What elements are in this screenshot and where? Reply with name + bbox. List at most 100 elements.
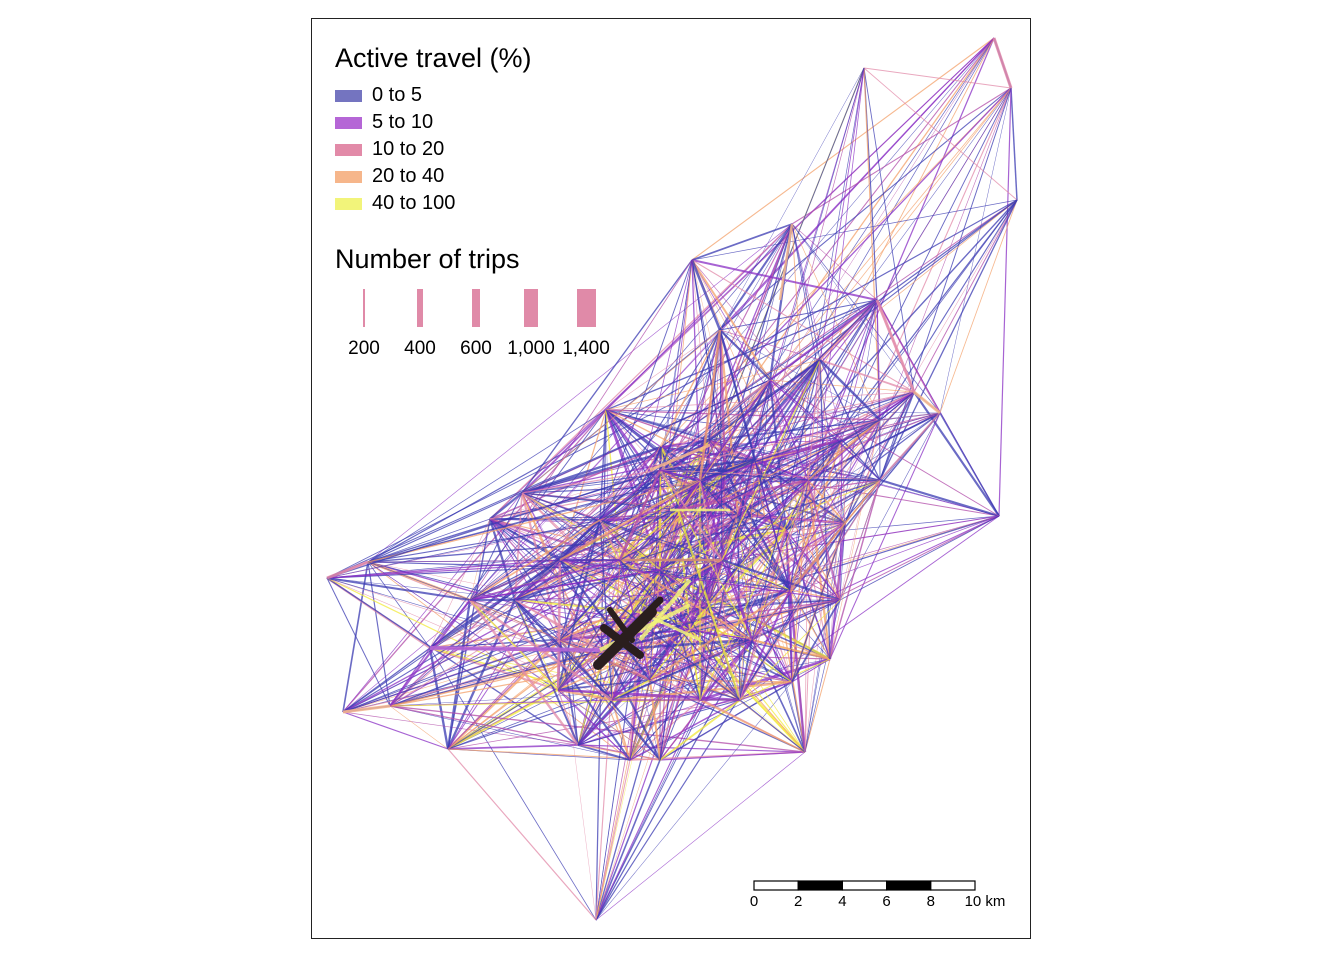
desire-line: [619, 559, 651, 681]
scale-bar-segment: [930, 880, 976, 891]
desire-line: [367, 479, 701, 563]
desire-line: [736, 514, 792, 591]
desire-line: [595, 751, 806, 921]
desire-line: [791, 223, 915, 393]
desire-line: [699, 479, 741, 701]
desire-line: [863, 67, 1018, 201]
desire-line: [326, 299, 878, 579]
desire-line: [488, 518, 517, 601]
desire-line: [879, 478, 1000, 518]
desire-line: [879, 199, 1018, 421]
desire-line: [469, 479, 701, 601]
desire-line: [751, 639, 793, 683]
desire-line: [739, 681, 793, 701]
desire-line: [605, 409, 661, 471]
desire-line: [1010, 87, 1018, 201]
desire-line: [648, 679, 662, 761]
desire-line: [839, 515, 1000, 601]
desire-line: [807, 479, 841, 601]
desire-line: [659, 479, 701, 571]
desire-line: [429, 223, 793, 649]
desire-line: [998, 87, 1012, 517]
legend-label: 10 to 20: [372, 138, 445, 160]
legend-item: 40 to 100: [335, 190, 532, 217]
desire-line: [677, 509, 723, 561]
desire-line: [659, 459, 756, 471]
desire-line: [839, 439, 843, 601]
desire-line: [719, 299, 878, 331]
desire-line: [489, 492, 523, 520]
desire-line: [789, 479, 881, 591]
desire-line: [844, 391, 915, 524]
desire-line: [791, 223, 843, 441]
desire-line: [367, 522, 846, 563]
desire-line: [649, 479, 881, 681]
desire-line: [659, 469, 809, 481]
desire-line: [791, 658, 831, 683]
desire-line: [875, 299, 916, 393]
scale-bar-segment: [841, 880, 888, 891]
desire-line: [557, 679, 651, 691]
desire-line: [599, 479, 881, 521]
desire-line: [389, 559, 621, 707]
desire-line: [469, 479, 881, 601]
desire-line: [389, 446, 662, 707]
desire-line: [699, 699, 806, 753]
desire-line: [939, 412, 1000, 517]
desire-line: [739, 589, 791, 701]
desire-line: [691, 259, 771, 381]
desire-line: [367, 518, 491, 563]
desire-line: [689, 629, 793, 683]
desire-line: [660, 87, 1012, 448]
desire-line: [791, 599, 841, 683]
desire-line: [691, 259, 843, 441]
desire-line: [649, 679, 793, 683]
desire-line: [721, 558, 841, 602]
desire-line: [719, 329, 881, 481]
desire-line: [754, 359, 821, 461]
desire-line: [785, 529, 841, 601]
desire-line: [691, 199, 1018, 261]
desire-line: [689, 439, 843, 631]
desire-line: [521, 419, 881, 494]
desire-line: [751, 419, 881, 641]
desire-line: [611, 679, 651, 701]
scale-bar-label: 6: [882, 893, 891, 910]
desire-line: [521, 445, 662, 495]
desire-line: [389, 519, 601, 707]
desire-line: [739, 658, 831, 701]
desire-line: [619, 559, 661, 571]
desire-line: [619, 509, 679, 561]
desire-line: [599, 259, 693, 521]
desire-line: [791, 223, 878, 301]
desire-line: [819, 359, 841, 601]
desire-line: [699, 419, 881, 481]
desire-line: [699, 223, 793, 481]
desire-line: [677, 478, 809, 512]
trips-size-label: 600: [460, 338, 492, 359]
desire-line: [619, 559, 701, 701]
scale-bar-label: 8: [926, 893, 935, 910]
desire-line: [659, 569, 791, 591]
desire-line: [469, 599, 559, 691]
scale-bar: [753, 880, 976, 891]
desire-line: [719, 329, 791, 591]
desire-line: [769, 379, 915, 393]
desire-line: [819, 67, 865, 361]
legend-swatch: [335, 116, 362, 129]
desire-line: [469, 599, 579, 746]
desire-line: [844, 87, 1012, 524]
desire-line: [879, 391, 915, 481]
desire-line: [879, 412, 941, 421]
desire-line: [619, 379, 771, 561]
desire-line: [754, 459, 881, 481]
desire-line: [559, 478, 701, 562]
desire-line: [699, 379, 771, 481]
desire-line: [559, 569, 661, 641]
desire-line: [939, 87, 1012, 414]
desire-line: [447, 689, 559, 750]
desire-line: [489, 469, 661, 520]
desire-line: [429, 519, 601, 649]
desire-line: [521, 492, 631, 761]
desire-line: [595, 681, 793, 921]
